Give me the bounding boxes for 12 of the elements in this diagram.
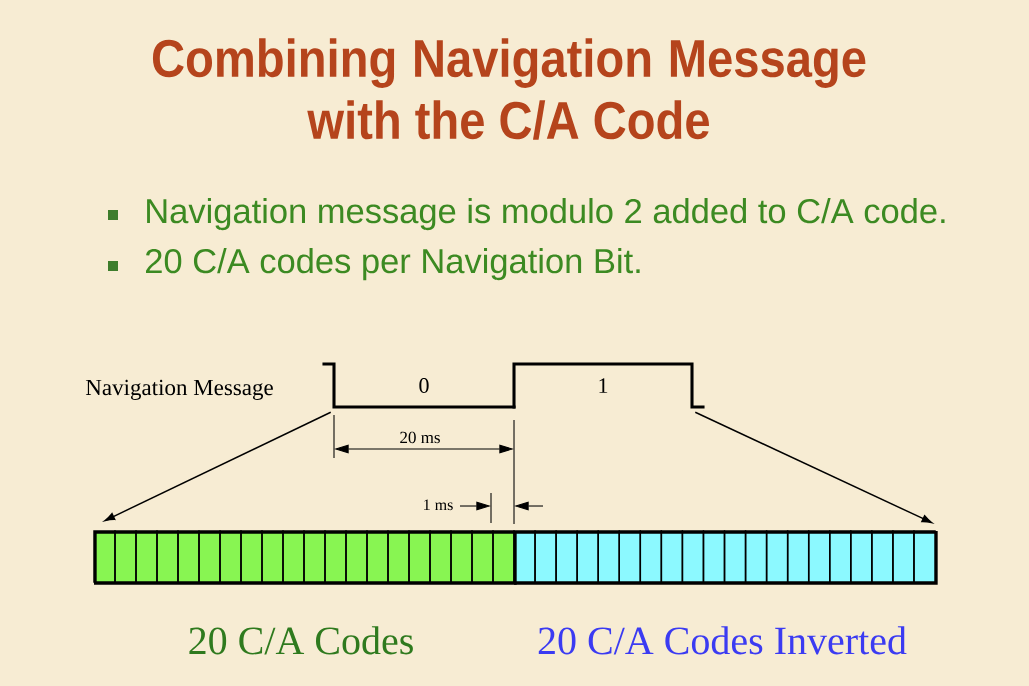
slide-title: Combining Navigation Message with the C/A Code xyxy=(152,38,866,140)
bar-caption: 20 C/A Codes Inverted xyxy=(538,626,907,655)
arrow xyxy=(694,411,933,524)
arrow xyxy=(104,411,332,522)
signal-label: Navigation Message xyxy=(85,379,273,400)
bullet-text: Navigation message is modulo 2 added to C/A code. xyxy=(147,198,945,231)
bullet-text: 20 C/A codes per Navigation Bit. xyxy=(146,248,640,281)
dimension-label: 1 ms xyxy=(424,499,453,511)
bar-caption: 20 C/A Codes xyxy=(189,626,413,655)
dimension-label: 20 ms xyxy=(400,431,440,444)
bit-pulse: 1 xyxy=(512,362,705,409)
bit-pulse: 0 xyxy=(322,362,516,409)
